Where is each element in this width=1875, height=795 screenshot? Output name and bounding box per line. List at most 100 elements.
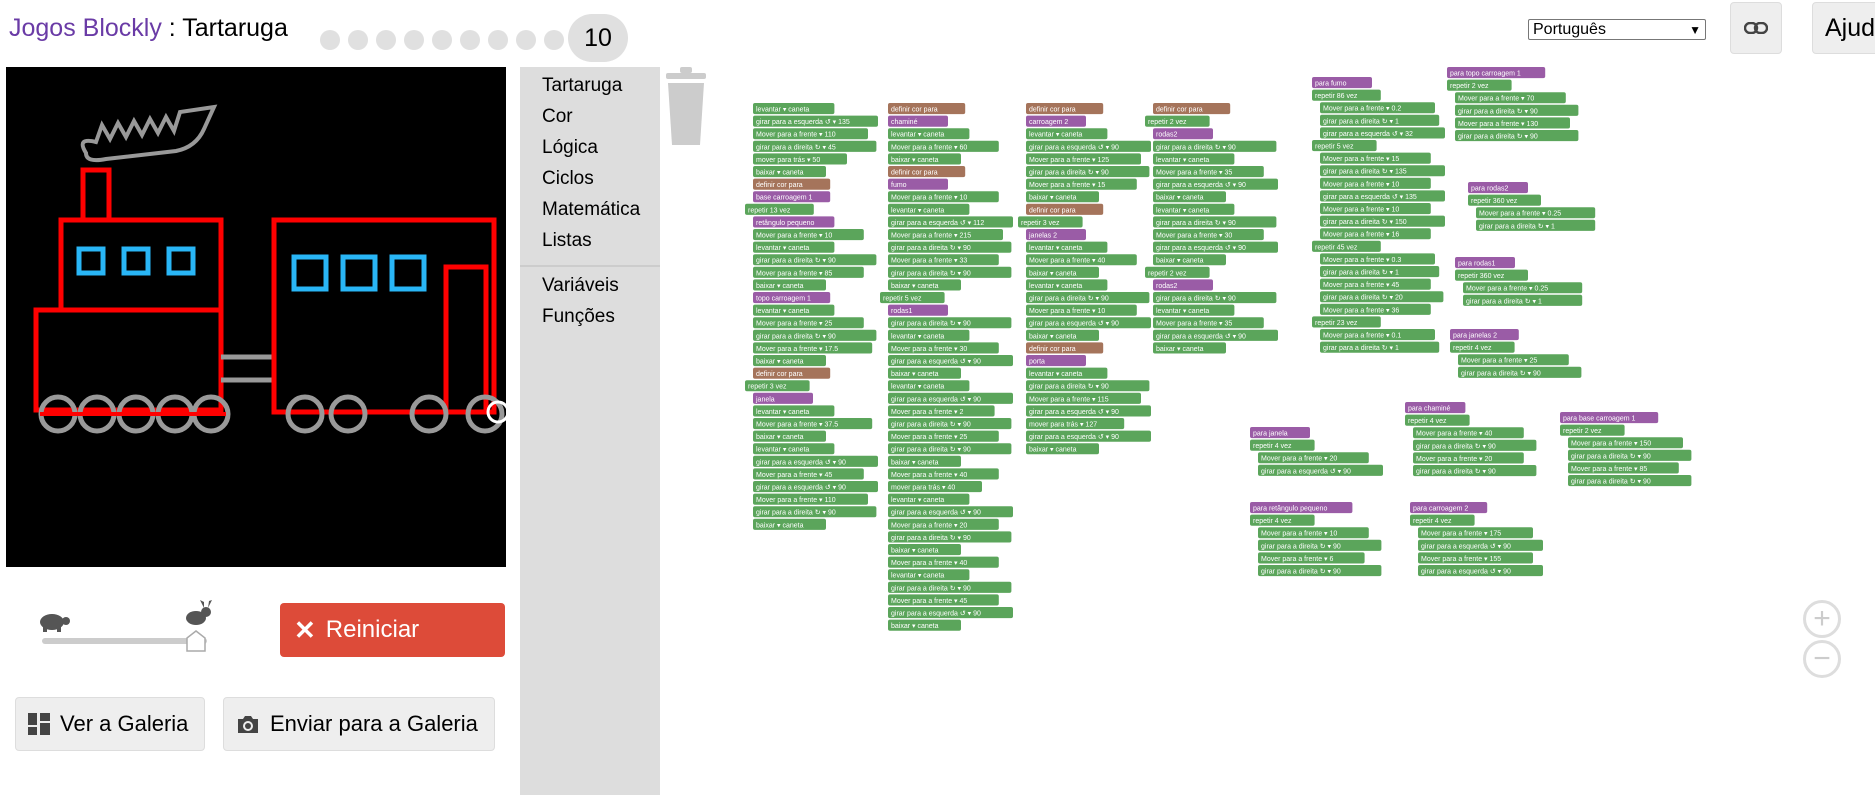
code-block[interactable] <box>1026 430 1151 442</box>
code-block[interactable] <box>888 216 1013 228</box>
code-block[interactable] <box>1476 219 1596 231</box>
code-block[interactable] <box>1258 464 1383 476</box>
code-block[interactable] <box>1320 228 1431 240</box>
code-block[interactable] <box>888 544 961 556</box>
code-block[interactable] <box>888 392 1013 404</box>
code-block[interactable] <box>753 367 831 379</box>
code-block[interactable] <box>888 455 961 467</box>
code-block[interactable] <box>1026 392 1141 404</box>
code-block[interactable] <box>1250 514 1315 526</box>
code-block[interactable] <box>1320 291 1444 303</box>
level-5-dot[interactable] <box>432 30 452 50</box>
toolbox-category-lists[interactable]: Listas <box>542 230 592 251</box>
code-block[interactable] <box>753 103 835 115</box>
code-block[interactable] <box>1250 427 1310 439</box>
level-2-dot[interactable] <box>348 30 368 50</box>
code-block[interactable] <box>1026 241 1108 253</box>
code-block[interactable] <box>753 493 868 505</box>
code-block[interactable] <box>753 443 835 455</box>
code-block[interactable] <box>888 241 1012 253</box>
code-block[interactable] <box>1418 539 1543 551</box>
code-block[interactable] <box>1568 437 1683 449</box>
code-block[interactable] <box>753 266 864 278</box>
code-block[interactable] <box>888 594 999 606</box>
code-block[interactable] <box>1026 355 1086 367</box>
code-block[interactable] <box>1258 565 1382 577</box>
code-block[interactable] <box>888 556 999 568</box>
code-block[interactable] <box>753 481 878 493</box>
toolbox-category-loops[interactable]: Ciclos <box>542 168 594 189</box>
code-block[interactable] <box>1568 449 1692 461</box>
level-1-dot[interactable] <box>320 30 340 50</box>
code-block[interactable] <box>1026 103 1104 115</box>
code-block[interactable] <box>1312 240 1381 252</box>
code-block[interactable] <box>1026 153 1141 165</box>
code-block[interactable] <box>1320 190 1445 202</box>
code-block[interactable] <box>1320 127 1445 139</box>
trash-icon[interactable] <box>660 67 712 147</box>
code-block[interactable] <box>1405 414 1470 426</box>
toolbox-category-logic[interactable]: Lógica <box>542 137 598 158</box>
code-block[interactable] <box>1468 194 1541 206</box>
code-block[interactable] <box>888 166 966 178</box>
code-block[interactable] <box>753 115 878 127</box>
current-level-badge[interactable]: 10 <box>568 14 628 62</box>
code-block[interactable] <box>1455 269 1528 281</box>
code-block[interactable] <box>888 443 1012 455</box>
speed-slider[interactable] <box>36 600 216 652</box>
code-block[interactable] <box>1468 182 1528 194</box>
level-4-dot[interactable] <box>404 30 424 50</box>
code-block[interactable] <box>1026 254 1137 266</box>
code-block[interactable] <box>753 405 835 417</box>
code-block[interactable] <box>888 279 961 291</box>
code-block[interactable] <box>888 430 999 442</box>
code-block[interactable] <box>1026 229 1086 241</box>
code-block[interactable] <box>1455 104 1579 116</box>
code-block[interactable] <box>1026 191 1099 203</box>
reset-button[interactable]: ✕ Reiniciar <box>280 603 505 657</box>
code-block[interactable] <box>753 342 873 354</box>
code-block[interactable] <box>1312 77 1372 89</box>
zoom-out-icon[interactable]: − <box>1803 640 1841 678</box>
link-button[interactable] <box>1730 2 1782 54</box>
code-block[interactable] <box>1320 114 1440 126</box>
gallery-button[interactable]: Ver a Galeria <box>15 697 205 751</box>
code-block[interactable] <box>1320 203 1431 215</box>
code-block[interactable] <box>888 367 961 379</box>
level-9-dot[interactable] <box>544 30 564 50</box>
code-block[interactable] <box>753 430 826 442</box>
code-block[interactable] <box>1410 514 1475 526</box>
code-block[interactable] <box>1145 115 1210 127</box>
code-block[interactable] <box>1320 266 1440 278</box>
code-block[interactable] <box>1320 278 1431 290</box>
code-block[interactable] <box>888 531 1012 543</box>
code-block[interactable] <box>753 392 813 404</box>
code-block[interactable] <box>753 292 831 304</box>
code-block[interactable] <box>1312 316 1381 328</box>
code-block[interactable] <box>888 607 1013 619</box>
zoom-in-icon[interactable]: + <box>1803 600 1841 638</box>
code-block[interactable] <box>888 581 1012 593</box>
code-block[interactable] <box>1026 418 1125 430</box>
code-block[interactable] <box>1463 282 1583 294</box>
code-block[interactable] <box>1450 329 1519 341</box>
code-block[interactable] <box>1455 130 1579 142</box>
code-block[interactable] <box>888 304 948 316</box>
code-block[interactable] <box>1320 152 1431 164</box>
code-block[interactable] <box>1447 79 1512 91</box>
code-block[interactable] <box>753 254 877 266</box>
code-block[interactable] <box>888 518 999 530</box>
code-block[interactable] <box>1153 166 1264 178</box>
code-block[interactable] <box>1320 341 1440 353</box>
code-block[interactable] <box>1018 216 1083 228</box>
code-block[interactable] <box>1560 424 1625 436</box>
code-block[interactable] <box>1320 253 1435 265</box>
code-block[interactable] <box>1026 292 1150 304</box>
